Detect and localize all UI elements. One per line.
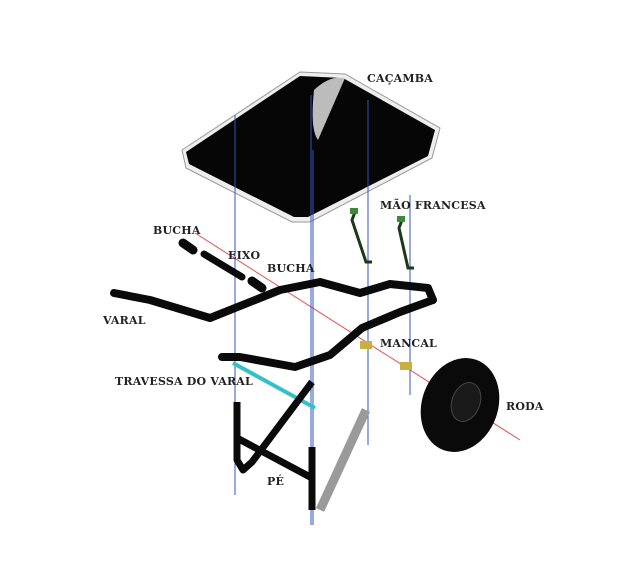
label-travessa: TRAVESSA DO VARAL — [115, 375, 253, 388]
mao-francesa-brackets — [350, 208, 414, 270]
pe-grey-brace — [315, 408, 371, 512]
label-roda: RODA — [506, 400, 544, 413]
label-pe: PÉ — [267, 475, 285, 488]
mancal-bearings — [360, 341, 412, 370]
label-eixo: EIXO — [228, 249, 261, 262]
label-mao-francesa: MÃO FRANCESA — [380, 199, 486, 212]
bucha-eixo-parts — [178, 238, 267, 293]
label-mancal: MANCAL — [380, 337, 437, 350]
label-bucha-right: BUCHA — [267, 262, 315, 275]
roda-wheel — [420, 358, 500, 452]
varal-handle-frame — [110, 278, 437, 371]
label-cacamba: CAÇAMBA — [367, 72, 433, 85]
label-bucha-left: BUCHA — [153, 224, 201, 237]
label-varal: VARAL — [103, 314, 146, 327]
pe-legs — [233, 379, 316, 510]
